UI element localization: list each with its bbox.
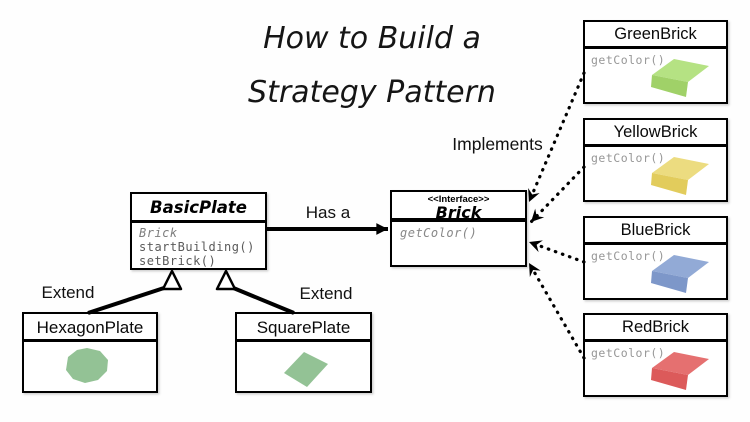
bluebrick-method: getColor() [591, 249, 666, 263]
hexagonplate-body [24, 342, 156, 390]
inheritance-line-square [230, 285, 295, 315]
inheritance-triangle-left [161, 269, 183, 291]
square-shape [284, 352, 328, 387]
squareplate-body [237, 342, 370, 390]
basicplate-method-startbuilding: startBuilding() [139, 240, 255, 254]
basicplate-class-box: BasicPlate Brick startBuilding() setBric… [130, 192, 267, 270]
implements-line-yellow [529, 165, 586, 224]
bluebrick-class-box: BlueBrick getColor() [583, 216, 728, 300]
bluebrick-body: getColor() [585, 245, 726, 297]
has-a-label: Has a [305, 203, 351, 222]
squareplate-class-box: SquarePlate [235, 312, 372, 393]
yellow-brick-shape [651, 157, 709, 195]
brick-interface-box: <<Interface>> Brick getColor() [390, 190, 527, 267]
greenbrick-class-box: GreenBrick getColor() [583, 20, 728, 104]
basicplate-method-setbrick: setBrick() [139, 254, 217, 268]
redbrick-class-name: RedBrick [585, 315, 726, 342]
yellowbrick-class-name: YellowBrick [585, 120, 726, 147]
brick-interface-method: getColor() [400, 226, 478, 240]
squareplate-class-name: SquarePlate [237, 314, 370, 342]
inheritance-triangle-right [215, 269, 237, 291]
hexagonplate-class-name: HexagonPlate [24, 314, 156, 342]
blue-brick-shape [651, 255, 709, 293]
yellowbrick-method: getColor() [591, 151, 666, 165]
yellowbrick-class-box: YellowBrick getColor() [583, 118, 728, 202]
greenbrick-class-name: GreenBrick [585, 22, 726, 49]
extend-label-right: Extend [299, 284, 353, 303]
basicplate-class-name: BasicPlate [132, 194, 265, 223]
implements-label: Implements [452, 134, 543, 154]
title-line-1: How to Build a [263, 21, 481, 56]
redbrick-body: getColor() [585, 342, 726, 394]
hexagonplate-class-box: HexagonPlate [22, 312, 158, 393]
extend-label-left: Extend [41, 283, 95, 302]
hexagon-shape [66, 348, 108, 383]
greenbrick-body: getColor() [585, 49, 726, 101]
basicplate-members: Brick startBuilding() setBrick() [132, 223, 265, 268]
diagram-title: How to Build a Strategy Pattern [152, 20, 592, 111]
green-brick-shape [651, 59, 709, 97]
red-brick-shape [651, 352, 709, 390]
bluebrick-class-name: BlueBrick [585, 218, 726, 245]
brick-interface-name: Brick [435, 203, 482, 222]
interface-stereotype: <<Interface>> [427, 194, 490, 205]
redbrick-method: getColor() [591, 346, 666, 360]
yellowbrick-body: getColor() [585, 147, 726, 199]
greenbrick-method: getColor() [591, 53, 666, 67]
title-line-2: Strategy Pattern [248, 75, 496, 110]
implements-line-blue [527, 240, 586, 264]
redbrick-class-box: RedBrick getColor() [583, 313, 728, 397]
brick-interface-header: <<Interface>> Brick [392, 192, 525, 222]
implements-line-red [527, 261, 586, 360]
basicplate-field-brick: Brick [139, 226, 178, 240]
